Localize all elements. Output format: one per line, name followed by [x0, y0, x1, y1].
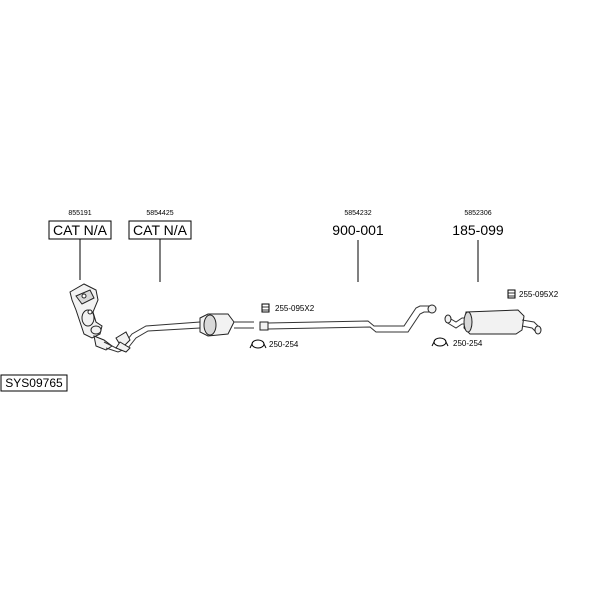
- part-4-callout[interactable]: 5852306 185-099: [452, 210, 504, 282]
- fitting-4[interactable]: 250-254: [431, 337, 483, 348]
- part-1-code: CAT N/A: [53, 222, 108, 238]
- system-id-box: SYS09765: [0, 374, 68, 392]
- fitting-1[interactable]: 255-095X2: [261, 303, 315, 313]
- front-pipe-drawing[interactable]: [103, 313, 254, 353]
- part-2-code: CAT N/A: [133, 222, 188, 238]
- manifold-catalyst-drawing[interactable]: [69, 283, 113, 351]
- part-2-oem-number: 5854425: [146, 210, 173, 217]
- fitting-1-label: 255-095X2: [275, 304, 315, 313]
- bolt-kit-icon: [261, 303, 270, 313]
- part-1-oem-number: 855191: [68, 210, 91, 217]
- fitting-3[interactable]: 255-095X2: [507, 289, 559, 299]
- part-3-callout[interactable]: 5854232 900-001: [332, 210, 384, 282]
- fitting-2[interactable]: 250-254: [249, 339, 299, 349]
- part-3-oem-number: 5854232: [344, 210, 371, 217]
- part-1-callout[interactable]: 855191 CAT N/A: [48, 210, 112, 280]
- part-2-callout[interactable]: 5854425 CAT N/A: [128, 210, 192, 282]
- clamp-ring-icon: [249, 339, 267, 349]
- fitting-2-label: 250-254: [269, 340, 299, 349]
- clamp-ring-icon: [431, 337, 449, 347]
- part-4-oem-number: 5852306: [464, 210, 491, 217]
- rear-silencer-drawing[interactable]: [444, 309, 542, 335]
- system-id: SYS09765: [5, 376, 63, 390]
- part-3-code: 900-001: [332, 222, 384, 238]
- bolt-kit-icon: [507, 289, 516, 299]
- part-4-code: 185-099: [452, 222, 504, 238]
- centre-pipe-drawing[interactable]: [259, 304, 437, 333]
- fitting-4-label: 250-254: [453, 339, 483, 348]
- fitting-3-label: 255-095X2: [519, 290, 559, 299]
